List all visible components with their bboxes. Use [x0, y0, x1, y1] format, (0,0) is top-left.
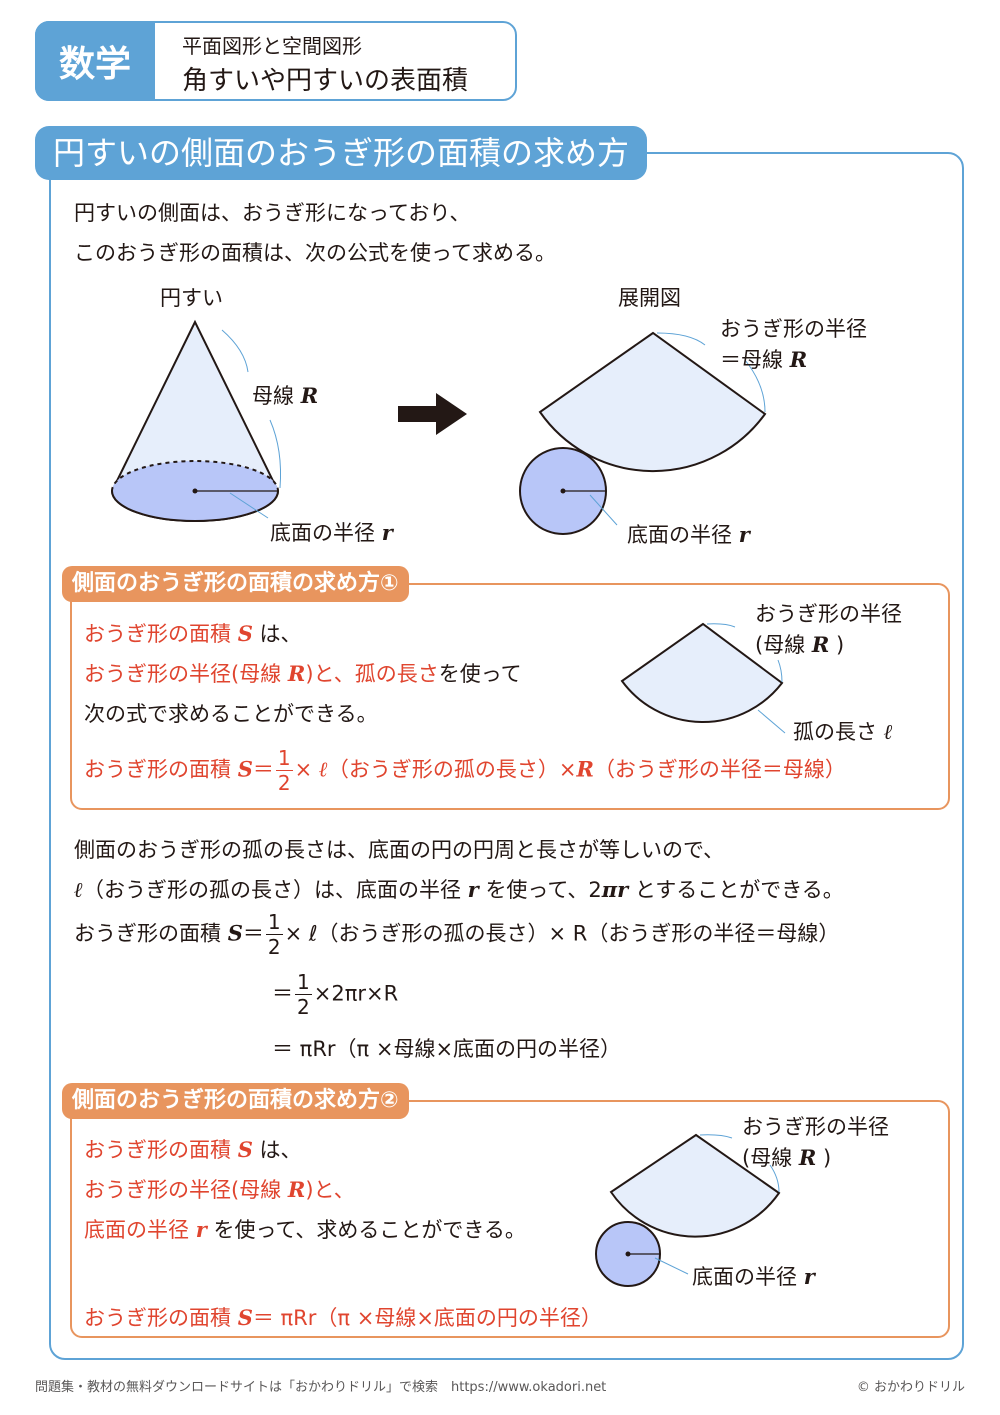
header-title: 角すいや円すいの表面積: [182, 66, 469, 96]
section-title: 円すいの側面のおうぎ形の面積の求め方: [35, 126, 648, 180]
cone-label: 円すい: [160, 286, 223, 310]
method1-line-1: おうぎ形の面積 S は、: [84, 621, 302, 646]
sector-eq-label: ＝母線 R: [720, 347, 808, 372]
method1-arc-label: 孤の長さ ℓ: [793, 719, 893, 744]
net-sector: [538, 331, 767, 473]
method2-line-1: おうぎ形の面積 S は、: [84, 1137, 302, 1162]
header-subtitle: 平面図形と空間図形: [182, 34, 362, 58]
method1-title: 側面のおうぎ形の面積の求め方①: [62, 566, 409, 602]
method2-title: 側面のおうぎ形の面積の求め方②: [62, 1083, 409, 1119]
intro-line-1: 円すいの側面は、おうぎ形になっており、: [74, 201, 471, 225]
method1-line-2: おうぎ形の半径(母線 R)と、孤の長さを使って: [84, 661, 522, 686]
method1-line-3: 次の式で求めることができる。: [84, 702, 378, 726]
method2-base-label: 底面の半径 r: [692, 1264, 815, 1289]
explain-line-1: 側面のおうぎ形の孤の長さは、底面の円の円周と長さが等しいので、: [74, 838, 725, 862]
explain-line-2: ℓ（おうぎ形の孤の長さ）は、底面の半径 r を使って、2πr とすることができる…: [74, 877, 844, 902]
intro-line-2: このおうぎ形の面積は、次の公式を使って求める。: [74, 241, 556, 265]
method2-radius-label: おうぎ形の半径: [742, 1115, 889, 1139]
derivation-line-3: ＝ πRr（π ×母線×底面の円の半径）: [272, 1037, 622, 1061]
method1-radius-paren: (母線 R ): [755, 632, 845, 657]
method2-line-2: おうぎ形の半径(母線 R)と、: [84, 1177, 355, 1202]
method1-sector-figure: [620, 622, 786, 734]
net-label: 展開図: [618, 286, 681, 310]
base-radius-label: 底面の半径 r: [270, 520, 393, 545]
cone-figure: [110, 319, 282, 522]
method1-radius-label: おうぎ形の半径: [755, 602, 902, 626]
net-base-radius-label: 底面の半径 r: [627, 522, 750, 547]
method1-box: [70, 583, 950, 810]
sector-radius-label: おうぎ形の半径: [720, 317, 867, 341]
slant-label: 母線 R: [252, 383, 319, 408]
net-figure: [519, 331, 767, 535]
method2-box: [70, 1100, 950, 1338]
subject-badge: 数学: [35, 21, 155, 101]
method2-line-3: 底面の半径 r を使って、求めることができる。: [84, 1217, 526, 1242]
right-arrow-icon: [398, 393, 467, 435]
footer-copyright: © おかわりドリル: [856, 1380, 965, 1395]
method2-formula: おうぎ形の面積 S＝ πRr（π ×母線×底面の円の半径）: [84, 1305, 602, 1330]
method2-net-figure: [595, 1133, 781, 1287]
footer-left: 問題集・教材の無料ダウンロードサイトは「おかわりドリル」で検索 https://…: [35, 1380, 607, 1395]
method2-radius-paren: (母線 R ): [742, 1145, 832, 1170]
